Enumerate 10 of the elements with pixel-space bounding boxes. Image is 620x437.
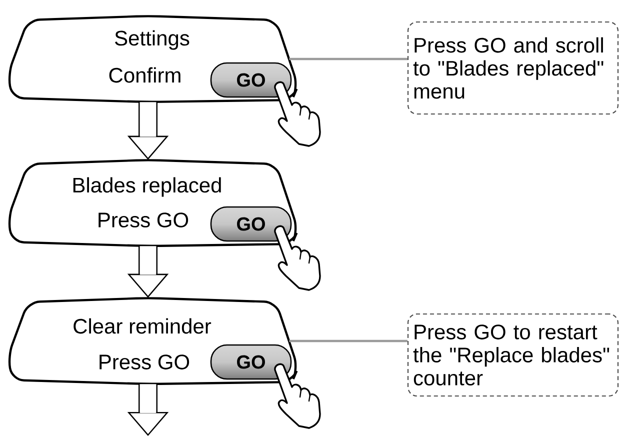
leader-line xyxy=(289,58,408,60)
screen-title: Blades replaced xyxy=(73,177,221,197)
screen-prompt: Confirm xyxy=(109,67,180,83)
screen-title: Settings xyxy=(115,30,190,50)
screen-title: Clear reminder xyxy=(74,318,212,334)
callout-box: Press GO and scroll to "Blades replaced" menu xyxy=(407,21,619,115)
screen-prompt: Press GO xyxy=(98,212,188,228)
callout-box: Press GO to restart the "Replace blades" counter xyxy=(407,313,619,397)
leader-line xyxy=(289,340,408,342)
screen-prompt: Press GO xyxy=(100,354,190,370)
